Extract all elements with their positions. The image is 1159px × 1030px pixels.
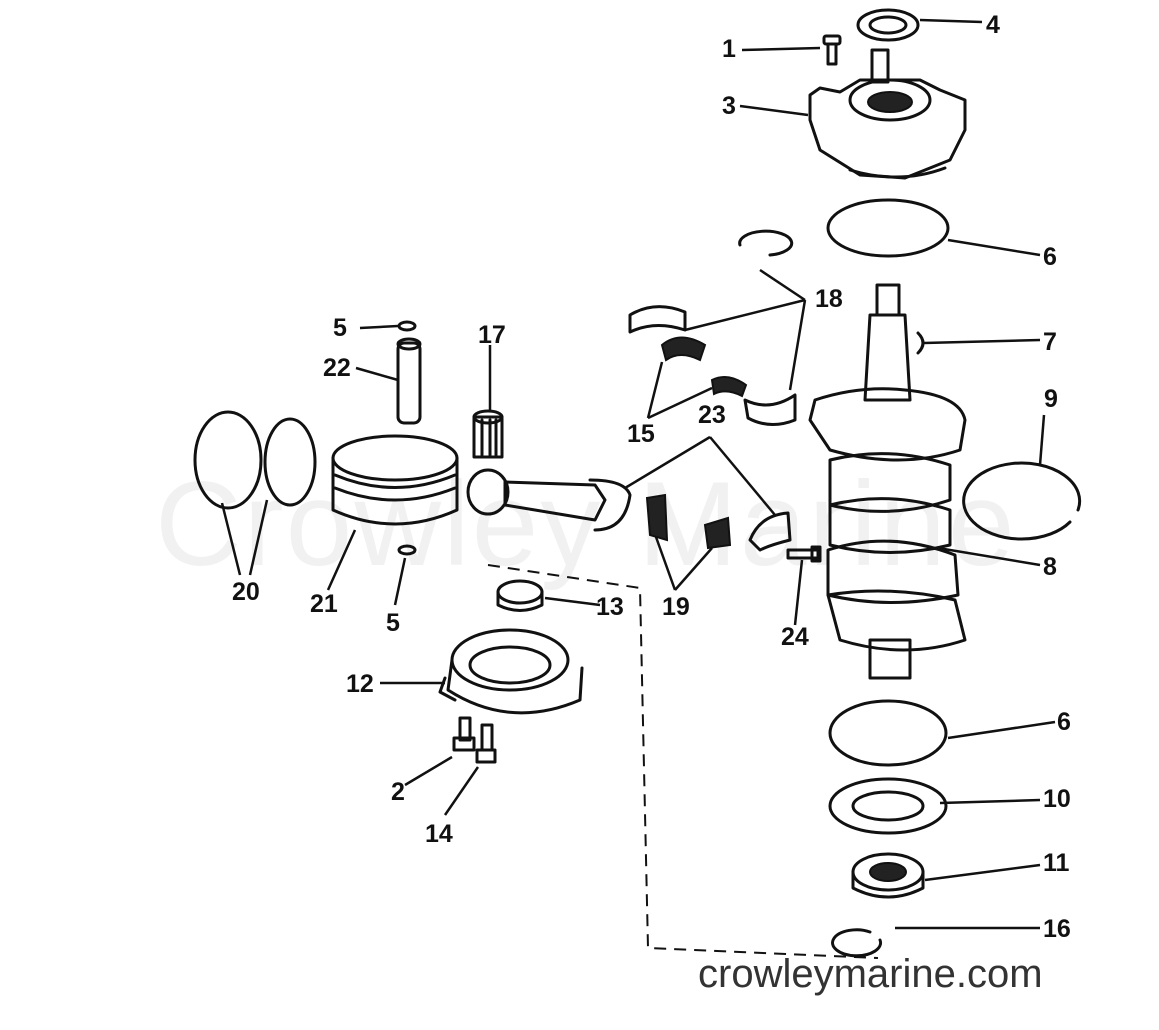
- callout-10: 10: [1043, 785, 1071, 813]
- callout-1: 1: [722, 35, 736, 63]
- part-6-o-ring-lower: [828, 699, 948, 767]
- part-24-screw: [786, 545, 822, 563]
- callout-19: 19: [662, 593, 690, 621]
- callout-20: 20: [232, 578, 260, 606]
- part-19-bearing-cages: [645, 493, 732, 550]
- part-13-seal: [496, 579, 544, 612]
- part-21-piston: [331, 434, 459, 526]
- part-3-upper-housing: [808, 48, 967, 180]
- part-17-needle-bearing: [472, 409, 504, 459]
- callout-4: 4: [986, 11, 1000, 39]
- callout-21: 21: [310, 590, 338, 618]
- part-4-washer: [856, 8, 920, 42]
- callout-23: 23: [698, 401, 726, 429]
- part-7-key: [916, 331, 925, 355]
- part-5-clip-top: [397, 320, 417, 332]
- callout-6-lower: 6: [1057, 708, 1071, 736]
- part-5-clip-bottom: [397, 544, 417, 556]
- part-23-rod-cap: [748, 511, 792, 552]
- callout-13: 13: [596, 593, 624, 621]
- part-9-ring: [962, 461, 1082, 541]
- callout-12: 12: [346, 670, 374, 698]
- part-1-screw: [822, 34, 842, 66]
- part-6-o-ring-upper: [826, 198, 950, 258]
- assembly-bracket: [487, 564, 879, 959]
- part-20-piston-rings: [193, 410, 317, 510]
- leader-lines: [220, 18, 1056, 930]
- callout-14: 14: [425, 820, 453, 848]
- callout-17: 17: [478, 321, 506, 349]
- callout-7: 7: [1043, 328, 1057, 356]
- part-11-ball-bearing: [851, 852, 925, 899]
- callout-16: 16: [1043, 915, 1071, 943]
- part-14-screw: [475, 723, 497, 764]
- part-22-piston-pin: [396, 337, 422, 425]
- callout-8: 8: [1043, 553, 1057, 581]
- callout-5-top: 5: [333, 314, 347, 342]
- callout-11: 11: [1043, 849, 1070, 877]
- connecting-rod: [466, 468, 632, 532]
- part-2-screw: [452, 716, 476, 752]
- part-15-bearing-cages: [660, 336, 748, 398]
- watermark-text: Crowley Marine: [155, 457, 1017, 591]
- callout-9: 9: [1044, 385, 1058, 413]
- part-12-lower-housing: [438, 628, 584, 715]
- site-url: crowleymarine.com: [698, 952, 1043, 996]
- callout-6-upper: 6: [1043, 243, 1057, 271]
- part-16-retaining-ring: [831, 928, 883, 958]
- callout-24: 24: [781, 623, 809, 651]
- part-8-crankshaft: [808, 283, 967, 680]
- callout-22: 22: [323, 354, 351, 382]
- callout-3: 3: [722, 92, 736, 120]
- callout-2: 2: [391, 778, 405, 806]
- callout-5-bottom: 5: [386, 609, 400, 637]
- part-10-gasket: [828, 777, 948, 835]
- callout-15: 15: [627, 420, 655, 448]
- callout-18: 18: [815, 285, 843, 313]
